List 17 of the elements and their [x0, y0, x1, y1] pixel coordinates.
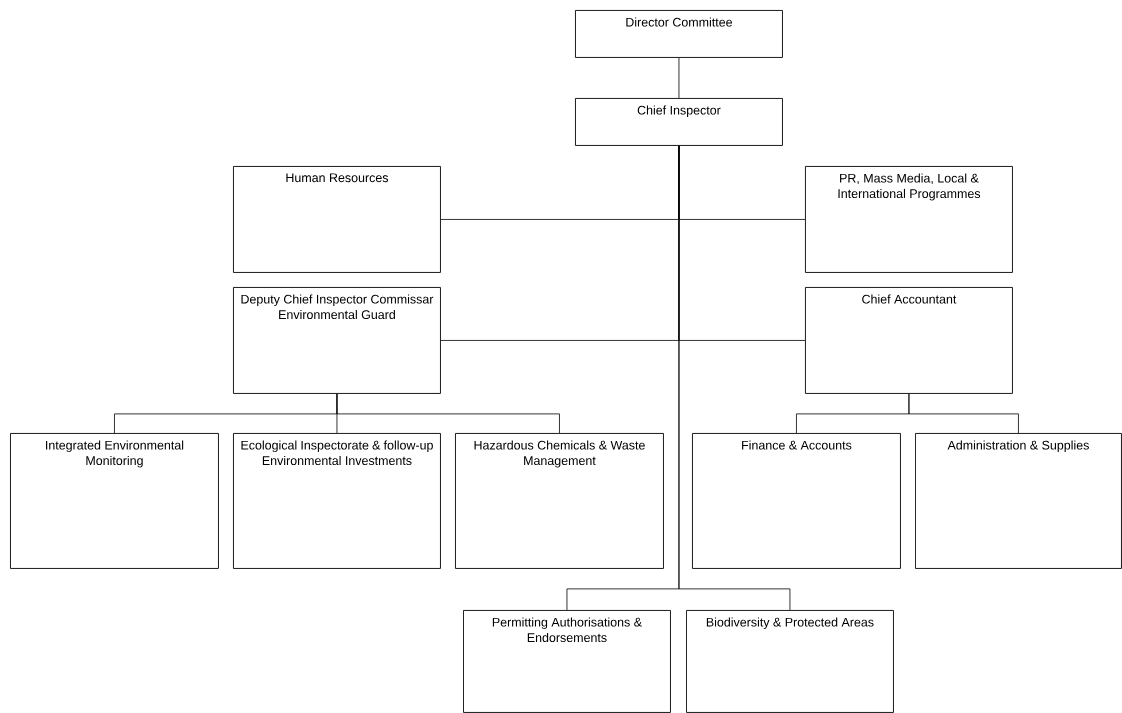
- org-box: Human Resources: [233, 166, 441, 273]
- org-box: PR, Mass Media, Local & International Programmes: [805, 166, 1013, 273]
- connector-line: [908, 393, 1019, 434]
- org-box: Integrated Environmental Monitoring: [10, 433, 219, 569]
- connector-line: [336, 393, 560, 434]
- org-box: Biodiversity & Protected Areas: [686, 610, 894, 713]
- connector-line: [678, 57, 680, 99]
- org-box: Administration & Supplies: [915, 433, 1122, 569]
- org-box: Director Committee: [575, 10, 783, 58]
- org-box: Chief Accountant: [805, 287, 1013, 394]
- connector-line: [678, 145, 791, 611]
- org-box: Deputy Chief Inspector Commissar Environmental Guard: [233, 287, 441, 394]
- org-box: Finance & Accounts: [692, 433, 901, 569]
- org-box: Ecological Inspectorate & follow-up Environmental Investments: [233, 433, 441, 569]
- org-box: Chief Inspector: [575, 98, 783, 146]
- org-box: Permitting Authorisations & Endorsements: [463, 610, 671, 713]
- org-box: Hazardous Chemicals & Waste Management: [455, 433, 664, 569]
